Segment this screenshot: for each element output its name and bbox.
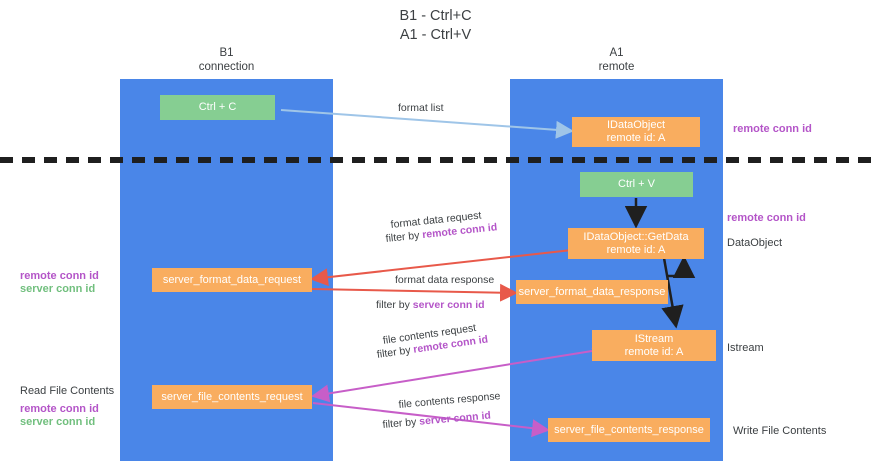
annotation-write-file-contents: Write File Contents <box>733 425 827 437</box>
annotation-remote-conn-id-mid: remote conn id <box>727 212 806 224</box>
box-istream[interactable]: IStream remote id: A <box>592 330 716 361</box>
box-ctrl-v[interactable]: Ctrl + V <box>580 172 693 197</box>
box-idataobject[interactable]: IDataObject remote id: A <box>572 117 700 147</box>
box-server-file-contents-response-label: server_file_contents_response <box>554 423 704 436</box>
box-istream-label: IStream <box>634 332 674 345</box>
filter-key-server-conn-id: server conn id <box>418 409 492 428</box>
box-ctrl-v-label: Ctrl + V <box>618 178 655 190</box>
box-ctrl-c-label: Ctrl + C <box>198 101 237 113</box>
annotation-istream: Istream <box>727 342 764 354</box>
box-server-file-contents-request[interactable]: server_file_contents_request <box>152 385 312 409</box>
column-header-b1-sub: connection <box>198 61 255 73</box>
filter-prefix: filter by <box>376 299 413 311</box>
filter-prefix: filter by <box>385 229 423 245</box>
filter-key-server-conn-id: server conn id <box>412 299 485 311</box>
annotation-read-file-contents: Read File Contents <box>20 385 115 397</box>
annotation-left-server-conn-id-mid: server conn id <box>20 283 96 295</box>
annotation-left-remote-conn-id-mid: remote conn id <box>20 270 99 282</box>
annotation-left-remote-conn-id-bottom: remote conn id <box>20 403 99 415</box>
page-title: B1 - Ctrl+C A1 - Ctrl+V <box>0 7 871 45</box>
filter-prefix: filter by <box>382 415 420 431</box>
title-line-1: B1 - Ctrl+C <box>399 8 472 24</box>
edge-label-file-contents-response-filter: filter by server conn id <box>382 409 491 432</box>
box-idataobject-getdata-label: IDataObject::GetData <box>583 230 689 243</box>
column-header-a1-sub: remote <box>598 61 635 73</box>
box-server-format-data-response-label: server_format_data_response <box>518 285 666 298</box>
box-server-file-contents-request-label: server_file_contents_request <box>161 390 303 403</box>
annotation-dataobject: DataObject <box>727 237 783 249</box>
column-header-b1-name: B1 <box>219 47 234 59</box>
edge-label-format-data-response-filter: filter by server conn id <box>376 298 485 312</box>
box-istream-sub: remote id: A <box>624 345 684 358</box>
column-header-a1: A1 remote <box>510 46 723 74</box>
annotation-remote-conn-id-top: remote conn id <box>733 123 812 135</box>
arrow-format-data-response <box>311 283 518 302</box>
box-idataobject-label: IDataObject <box>606 119 666 131</box>
box-server-format-data-request[interactable]: server_format_data_request <box>152 268 312 292</box>
box-idataobject-getdata[interactable]: IDataObject::GetData remote id: A <box>568 228 704 259</box>
edge-label-format-data-response: format data response <box>395 274 495 286</box>
box-idataobject-sub: remote id: A <box>606 132 666 144</box>
box-server-format-data-response[interactable]: server_format_data_response <box>516 280 668 304</box>
box-ctrl-c[interactable]: Ctrl + C <box>160 95 275 120</box>
filter-prefix: filter by <box>376 343 415 361</box>
column-header-b1: B1 connection <box>120 46 333 74</box>
title-line-2: A1 - Ctrl+V <box>399 27 472 43</box>
annotation-left-server-conn-id-bottom: server conn id <box>20 416 96 428</box>
box-server-format-data-request-label: server_format_data_request <box>162 273 302 286</box>
edge-label-format-list: format list <box>398 102 444 114</box>
box-idataobject-getdata-sub: remote id: A <box>606 243 666 256</box>
column-header-a1-name: A1 <box>609 47 624 59</box>
box-server-file-contents-response[interactable]: server_file_contents_response <box>548 418 710 442</box>
